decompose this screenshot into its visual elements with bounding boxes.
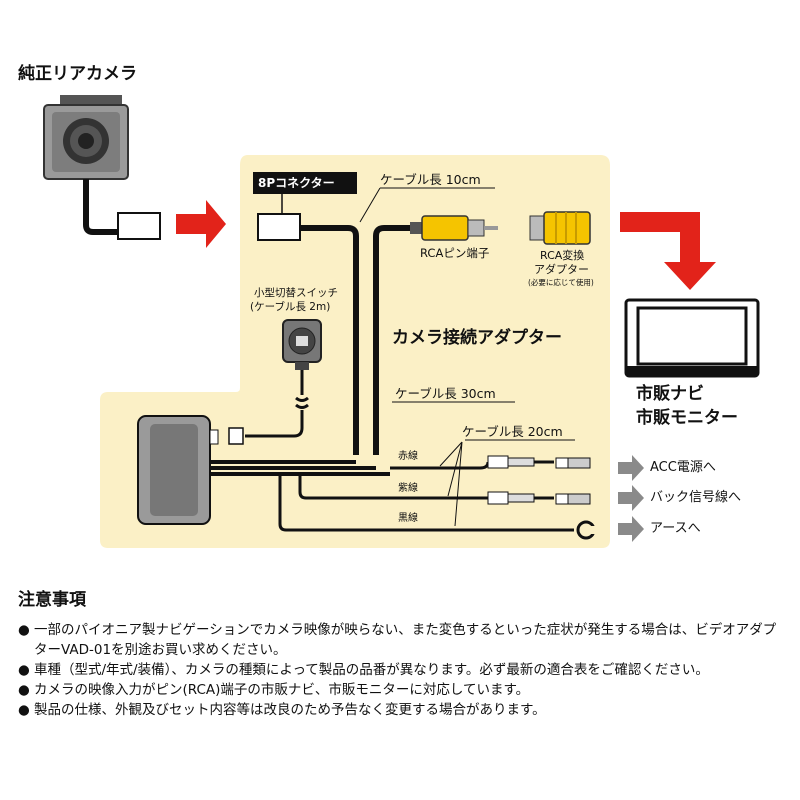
bullet-icon: ● [18, 682, 30, 698]
rca-adapter-icon [529, 211, 591, 245]
bullet-icon: ● [18, 662, 30, 678]
red-wire-label: 赤線 [398, 451, 418, 462]
note-item: ● 車種（型式/年式/装備）、カメラの種類によって製品の品番が異なります。必ず最… [18, 660, 788, 680]
earth-destination: アースへ [650, 521, 701, 536]
cable-20cm-label: ケーブル長 20cm [462, 424, 563, 439]
rca-adapter-note: (必要に応じて使用) [528, 278, 594, 287]
camera-cable [83, 179, 120, 235]
back-signal-destination: バック信号線へ [650, 490, 742, 505]
switch-connector [228, 427, 244, 445]
main-cable [300, 225, 359, 455]
note-text: 車種（型式/年式/装備）、カメラの種類によって製品の品番が異なります。必ず最新の… [34, 662, 709, 678]
red-arrow-down-icon [620, 212, 716, 290]
monitor-label-1: 市販ナビ [636, 384, 704, 404]
bullet-icon: ● [18, 702, 30, 718]
adapter-box-icon [137, 415, 219, 525]
rca-cable [373, 225, 410, 455]
note-text: 一部のパイオニア製ナビゲーションでカメラ映像が映らない、また変色するといった症状… [34, 622, 777, 658]
camera-connector [117, 212, 161, 240]
connector-label: 8Pコネクター [258, 176, 335, 190]
gray-arrow-earth-icon [618, 516, 644, 542]
bullet-icon: ● [18, 622, 30, 638]
black-wire-label: 黒線 [398, 513, 418, 524]
8p-connector [257, 213, 301, 241]
notes-title: 注意事項 [18, 590, 86, 610]
purple-splice-connector [487, 491, 591, 505]
black-wire [278, 474, 574, 532]
note-item: ● 製品の仕様、外観及びセット内容等は改良のため予告なく変更する場合があります。 [18, 700, 788, 720]
diagram-graphics [43, 95, 760, 548]
cable-30cm-label: ケーブル長 30cm [395, 386, 496, 401]
adapter-title: カメラ接続アダプター [392, 328, 562, 348]
purple-wire [298, 474, 488, 500]
monitor-label-2: 市販モニター [636, 408, 738, 428]
cable-10cm-label: ケーブル長 10cm [380, 172, 481, 187]
note-item: ● 一部のパイオニア製ナビゲーションでカメラ映像が映らない、また変色するといった… [18, 620, 788, 660]
purple-wire-label: 紫線 [398, 483, 418, 494]
red-arrow-right-icon [176, 200, 226, 248]
note-item: ● カメラの映像入力がピン(RCA)端子の市販ナビ、市販モニターに対応しています… [18, 680, 788, 700]
earth-terminal-icon [576, 520, 598, 540]
acc-destination: ACC電源へ [650, 460, 716, 475]
switch-label-1: 小型切替スイッチ [254, 287, 338, 299]
connector-label-box [253, 172, 357, 194]
gray-arrow-acc-icon [618, 455, 644, 481]
rca-pin-icon [410, 215, 498, 241]
monitor-icon [624, 298, 760, 378]
rca-adapter-label-2: アダプター [534, 263, 589, 276]
rca-adapter-label-1: RCA変換 [540, 249, 585, 262]
switch-cable [245, 370, 309, 438]
switch-icon [282, 319, 322, 370]
rca-pin-label: RCAピン端子 [420, 246, 490, 260]
notes-section: 注意事項 ● 一部のパイオニア製ナビゲーションでカメラ映像が映らない、また変色す… [18, 585, 788, 720]
wiring-diagram: 純正リアカメラ 8Pコネクター ケーブル長 10cm RCAピン端子 RCA変換… [18, 64, 760, 548]
rear-camera-icon [43, 95, 129, 180]
switch-label-2: (ケーブル長 2m) [250, 301, 331, 313]
gray-arrow-back-icon [618, 485, 644, 511]
red-splice-connector [487, 455, 591, 469]
note-text: 製品の仕様、外観及びセット内容等は改良のため予告なく変更する場合があります。 [34, 702, 546, 718]
camera-title: 純正リアカメラ [18, 64, 137, 84]
note-text: カメラの映像入力がピン(RCA)端子の市販ナビ、市販モニターに対応しています。 [34, 682, 530, 698]
